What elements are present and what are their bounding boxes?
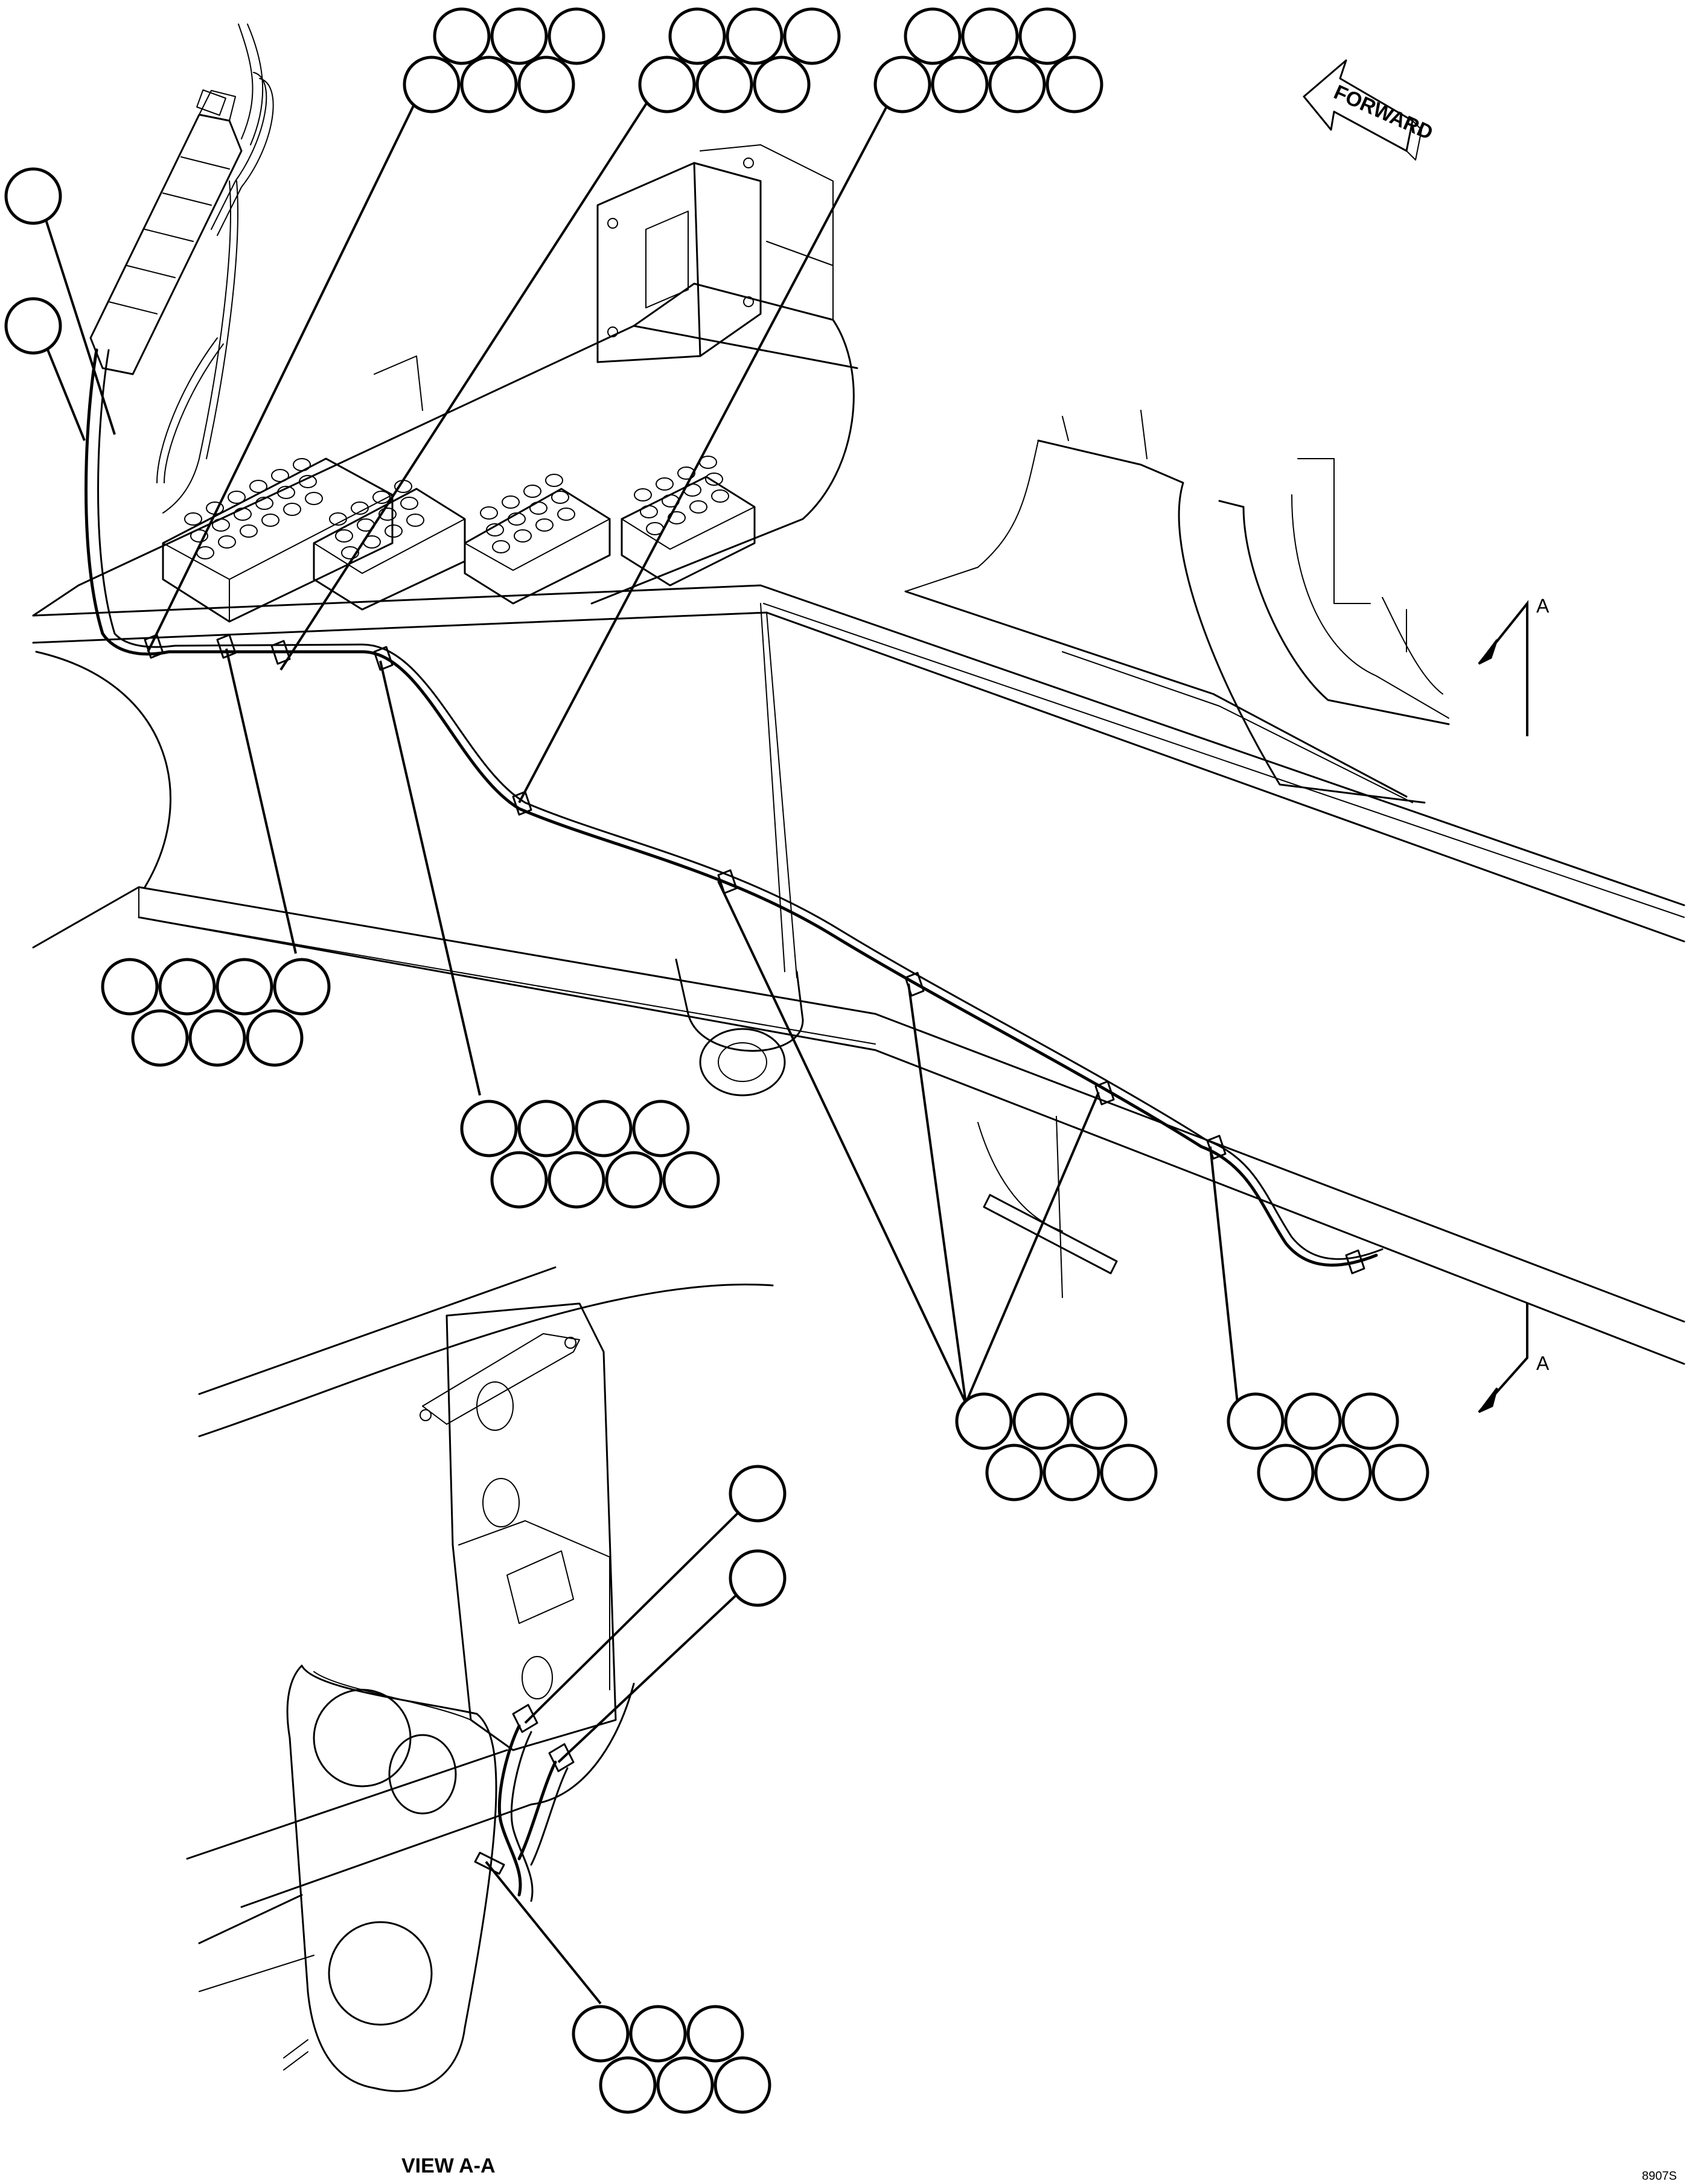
- manifold-port: [508, 512, 526, 526]
- forward-arrow: FORWARD: [1303, 59, 1436, 161]
- callout-group-right-1: [955, 1392, 1158, 1501]
- manifold-port: [261, 514, 279, 527]
- manifold-port: [351, 501, 369, 515]
- manifold-port: [557, 508, 575, 521]
- manifold-block-3: [464, 488, 611, 605]
- view-aa-title: VIEW A-A: [401, 2154, 496, 2177]
- manifold-port: [184, 512, 202, 526]
- manifold-port: [249, 480, 267, 493]
- manifold-port: [305, 492, 323, 505]
- manifold-port: [277, 486, 295, 499]
- fender-bulkhead: [904, 410, 1450, 804]
- callout-solo-2: [4, 297, 62, 355]
- manifold-port: [400, 497, 418, 510]
- manifold-port: [218, 535, 236, 549]
- leader-lines: [38, 98, 1239, 2005]
- manifold-ports: [184, 456, 729, 559]
- hose-run-main: [85, 348, 1384, 1275]
- manifold-block-2: [313, 488, 466, 611]
- manifold-port: [551, 491, 569, 504]
- manifold-port: [656, 477, 674, 491]
- manifold-port: [523, 485, 541, 498]
- callout-bubbles: [4, 7, 1429, 2114]
- manifold-port: [299, 475, 317, 488]
- manifold-port: [335, 529, 353, 543]
- manifold-port: [271, 469, 289, 482]
- manifold-port: [689, 500, 707, 514]
- manifold-block-1: [162, 457, 394, 623]
- section-letter-top: A: [1536, 595, 1550, 617]
- manifold-port: [529, 501, 548, 515]
- manifold-port: [255, 497, 273, 510]
- manifold-port: [545, 474, 563, 487]
- forward-label: FORWARD: [1330, 81, 1436, 145]
- manifold-blocks: [162, 456, 756, 623]
- manifold-port: [634, 488, 652, 501]
- manifold-port: [190, 529, 208, 543]
- manifold-port: [329, 512, 347, 526]
- valve-stack: [89, 24, 274, 514]
- manifold-port: [486, 523, 504, 536]
- manifold-port: [283, 503, 301, 516]
- manifold-port: [228, 491, 246, 504]
- callout-group-center: [460, 1100, 720, 1209]
- callout-group-top-3: [873, 7, 1103, 113]
- manifold-port: [240, 524, 258, 538]
- manifold-port: [480, 506, 498, 520]
- manifold-port: [640, 505, 658, 518]
- callout-group-view: [572, 2005, 771, 2114]
- manifold-port: [234, 508, 252, 521]
- manifold-port: [711, 489, 729, 503]
- callout-solo-4: [729, 1549, 787, 1607]
- section-marker-bottom: A: [1478, 1304, 1550, 1413]
- callout-group-left: [101, 958, 331, 1067]
- manifold-port: [502, 495, 520, 509]
- section-marker-top: A: [1478, 595, 1550, 736]
- section-letter-bottom: A: [1536, 1352, 1550, 1374]
- manifold-port: [378, 508, 397, 521]
- upper-deck: [32, 144, 858, 617]
- manifold-port: [677, 466, 695, 480]
- view-aa-detail: VIEW A-A: [186, 1266, 774, 2177]
- manifold-port: [385, 524, 403, 538]
- manifold-port: [341, 546, 359, 559]
- callout-group-top-2: [638, 7, 841, 113]
- callout-group-top-1: [403, 7, 605, 113]
- manifold-port: [535, 518, 554, 532]
- manifold-port: [492, 540, 510, 553]
- frame-rail-main: [32, 584, 1685, 1365]
- manifold-port: [293, 458, 311, 471]
- callout-solo-3: [729, 1465, 787, 1523]
- callout-group-right-2: [1227, 1392, 1429, 1501]
- manifold-port: [406, 514, 424, 527]
- manifold-port: [212, 518, 230, 532]
- manifold-port: [514, 529, 532, 543]
- manifold-port: [372, 491, 391, 504]
- manifold-port: [705, 473, 723, 486]
- drawing-number: 8907S: [1642, 2170, 1677, 2183]
- callout-solo-1: [4, 167, 62, 225]
